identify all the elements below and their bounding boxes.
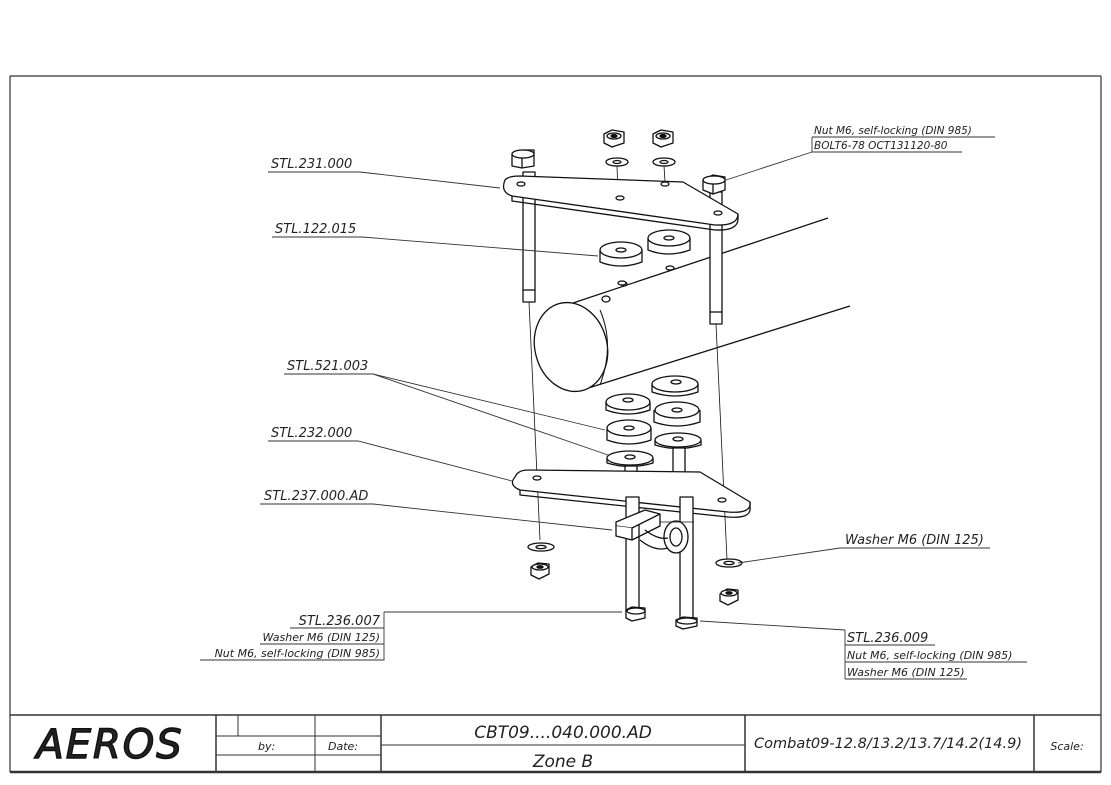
lower-clamp-stack-right [651, 375, 702, 475]
callout-left-group-nut: Nut M6, self-locking (DIN 985) [215, 647, 380, 660]
lower-clamp-stack-left [605, 393, 654, 487]
assembly-illustration [502, 129, 851, 630]
callout-stl-231-000: STL.231.000 [271, 157, 352, 172]
date-label: Date: [328, 740, 358, 753]
tube [533, 217, 851, 393]
top-nuts [603, 129, 676, 197]
callout-nut-top: Nut M6, self-locking (DIN 985) [814, 125, 972, 137]
logo: AEROS [33, 722, 183, 768]
bottom-hardware [527, 542, 743, 630]
title-block: AEROS by: Date: CBT09....040.000.AD Zone… [10, 714, 1101, 772]
callout-bolt-top: BOLT6-78 OCT131120-80 [814, 140, 948, 152]
callout-labels: STL.231.000 STL.122.015 STL.521.003 STL.… [215, 125, 1013, 679]
drawing-frame [9, 75, 1102, 774]
callout-stl-237-000-ad: STL.237.000.AD [264, 489, 368, 504]
callout-stl-521-003: STL.521.003 [287, 359, 368, 374]
drawing-number: CBT09....040.000.AD [474, 723, 652, 743]
zone-label: Zone B [532, 752, 593, 772]
product-name: Combat09-12.8/13.2/13.7/14.2(14.9) [754, 736, 1022, 752]
callout-stl-232-000: STL.232.000 [271, 426, 352, 441]
top-clamp-blocks [599, 229, 691, 286]
leader-lines [200, 136, 1027, 680]
by-label: by: [258, 740, 275, 753]
callout-washer-right: Washer M6 (DIN 125) [845, 533, 984, 548]
callout-stl-122-015: STL.122.015 [275, 222, 356, 237]
callout-right-group-washer: Washer M6 (DIN 125) [847, 666, 965, 679]
callout-left-group-part: STL.236.007 [299, 614, 381, 629]
top-plate [502, 175, 739, 231]
bracket-assembly [615, 496, 694, 620]
callout-right-group-nut: Nut M6, self-locking (DIN 985) [847, 649, 1012, 662]
callout-right-group-part: STL.236.009 [847, 631, 928, 646]
scale-label: Scale: [1050, 740, 1083, 753]
callout-left-group-washer: Washer M6 (DIN 125) [262, 631, 380, 644]
